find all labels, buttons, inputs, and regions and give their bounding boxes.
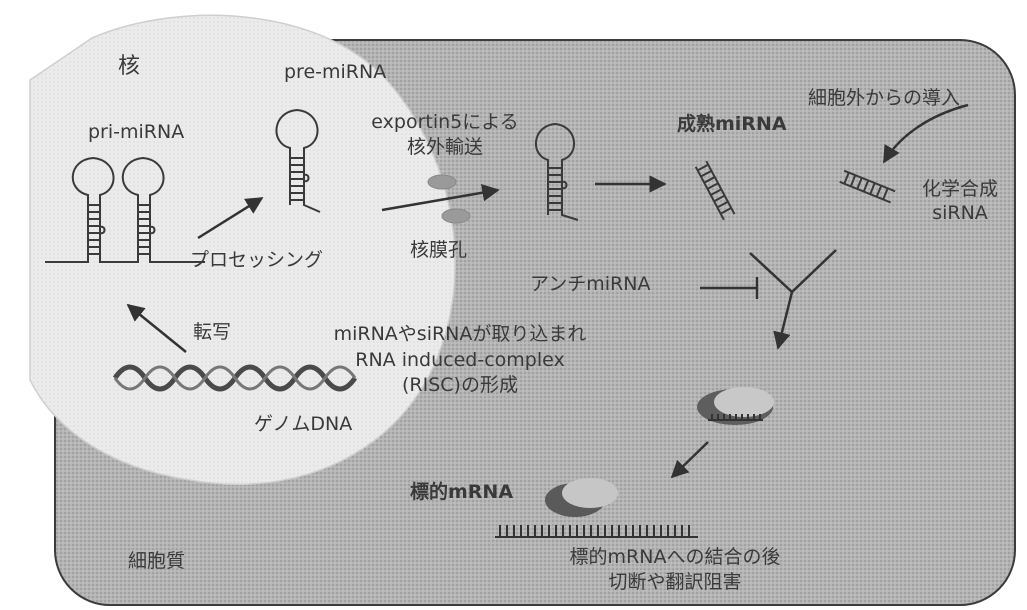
cleavage-label: 標的mRNAへの結合の後 切断や翻訳阻害 [525,545,825,594]
mature-mirna-duplex [694,160,736,221]
target-mrna-label: 標的mRNA [410,481,514,503]
merge-lines [749,249,837,293]
pre-mirna-label: pre-miRNA [284,61,387,83]
pre-mirna-structure [275,108,321,213]
risc-complex [697,387,774,425]
synthetic-sirna-line1: 化学合成 [921,178,998,200]
genomic-dna-helix [112,364,358,392]
risc-formation-label: miRNAやsiRNAが取り込まれ RNA induced-complex (R… [300,322,620,399]
export-label-line2: 核外輸送 [406,135,483,158]
transcription-label: 転写 [193,321,232,343]
arrow-export [381,184,500,212]
arrow-transcription [126,303,187,353]
target-mrna-complex [495,478,698,538]
pri-mirna-label: pri-miRNA [88,121,185,143]
sirna-duplex [839,169,896,204]
exported-mirna-structure [534,122,579,221]
risc-formation-line2: RNA induced-complex [355,348,565,371]
risc-formation-line3: (RISC)の形成 [402,374,518,397]
arrow-risc-merge [773,291,794,350]
cleavage-label-line1: 標的mRNAへの結合の後 [569,546,781,568]
arrow-to-target [670,441,709,479]
genomic-dna-label: ゲノムDNA [254,413,353,435]
cleavage-label-line2: 切断や翻訳阻害 [608,570,742,593]
processing-label: プロセッシング [190,249,324,271]
anti-mirna-label: アンチmiRNA [530,273,651,295]
risc-formation-line1: miRNAやsiRNAが取り込まれ [333,323,587,345]
export-label: exportin5による 核外輸送 [365,110,525,159]
nucleus-label: 核 [118,54,141,79]
arrow-external-intro [882,103,969,164]
nuclear-pore-label: 核膜孔 [410,239,468,261]
anti-mirna-inhibition [700,277,759,299]
external-intro-label: 細胞外からの導入 [808,87,961,109]
nuclear-pore-upper [427,174,457,190]
pathway-arrows [126,103,969,479]
export-label-line1: exportin5による [371,111,519,133]
synthetic-sirna-line2: siRNA [932,201,988,224]
pri-mirna-structure [45,156,205,263]
arrow-processing [197,196,264,240]
synthetic-sirna-label: 化学合成 siRNA [905,178,1015,226]
nuclear-pore-lower [441,208,471,224]
mature-mirna-label: 成熟miRNA [677,113,787,135]
cytoplasm-label: 細胞質 [128,550,186,572]
